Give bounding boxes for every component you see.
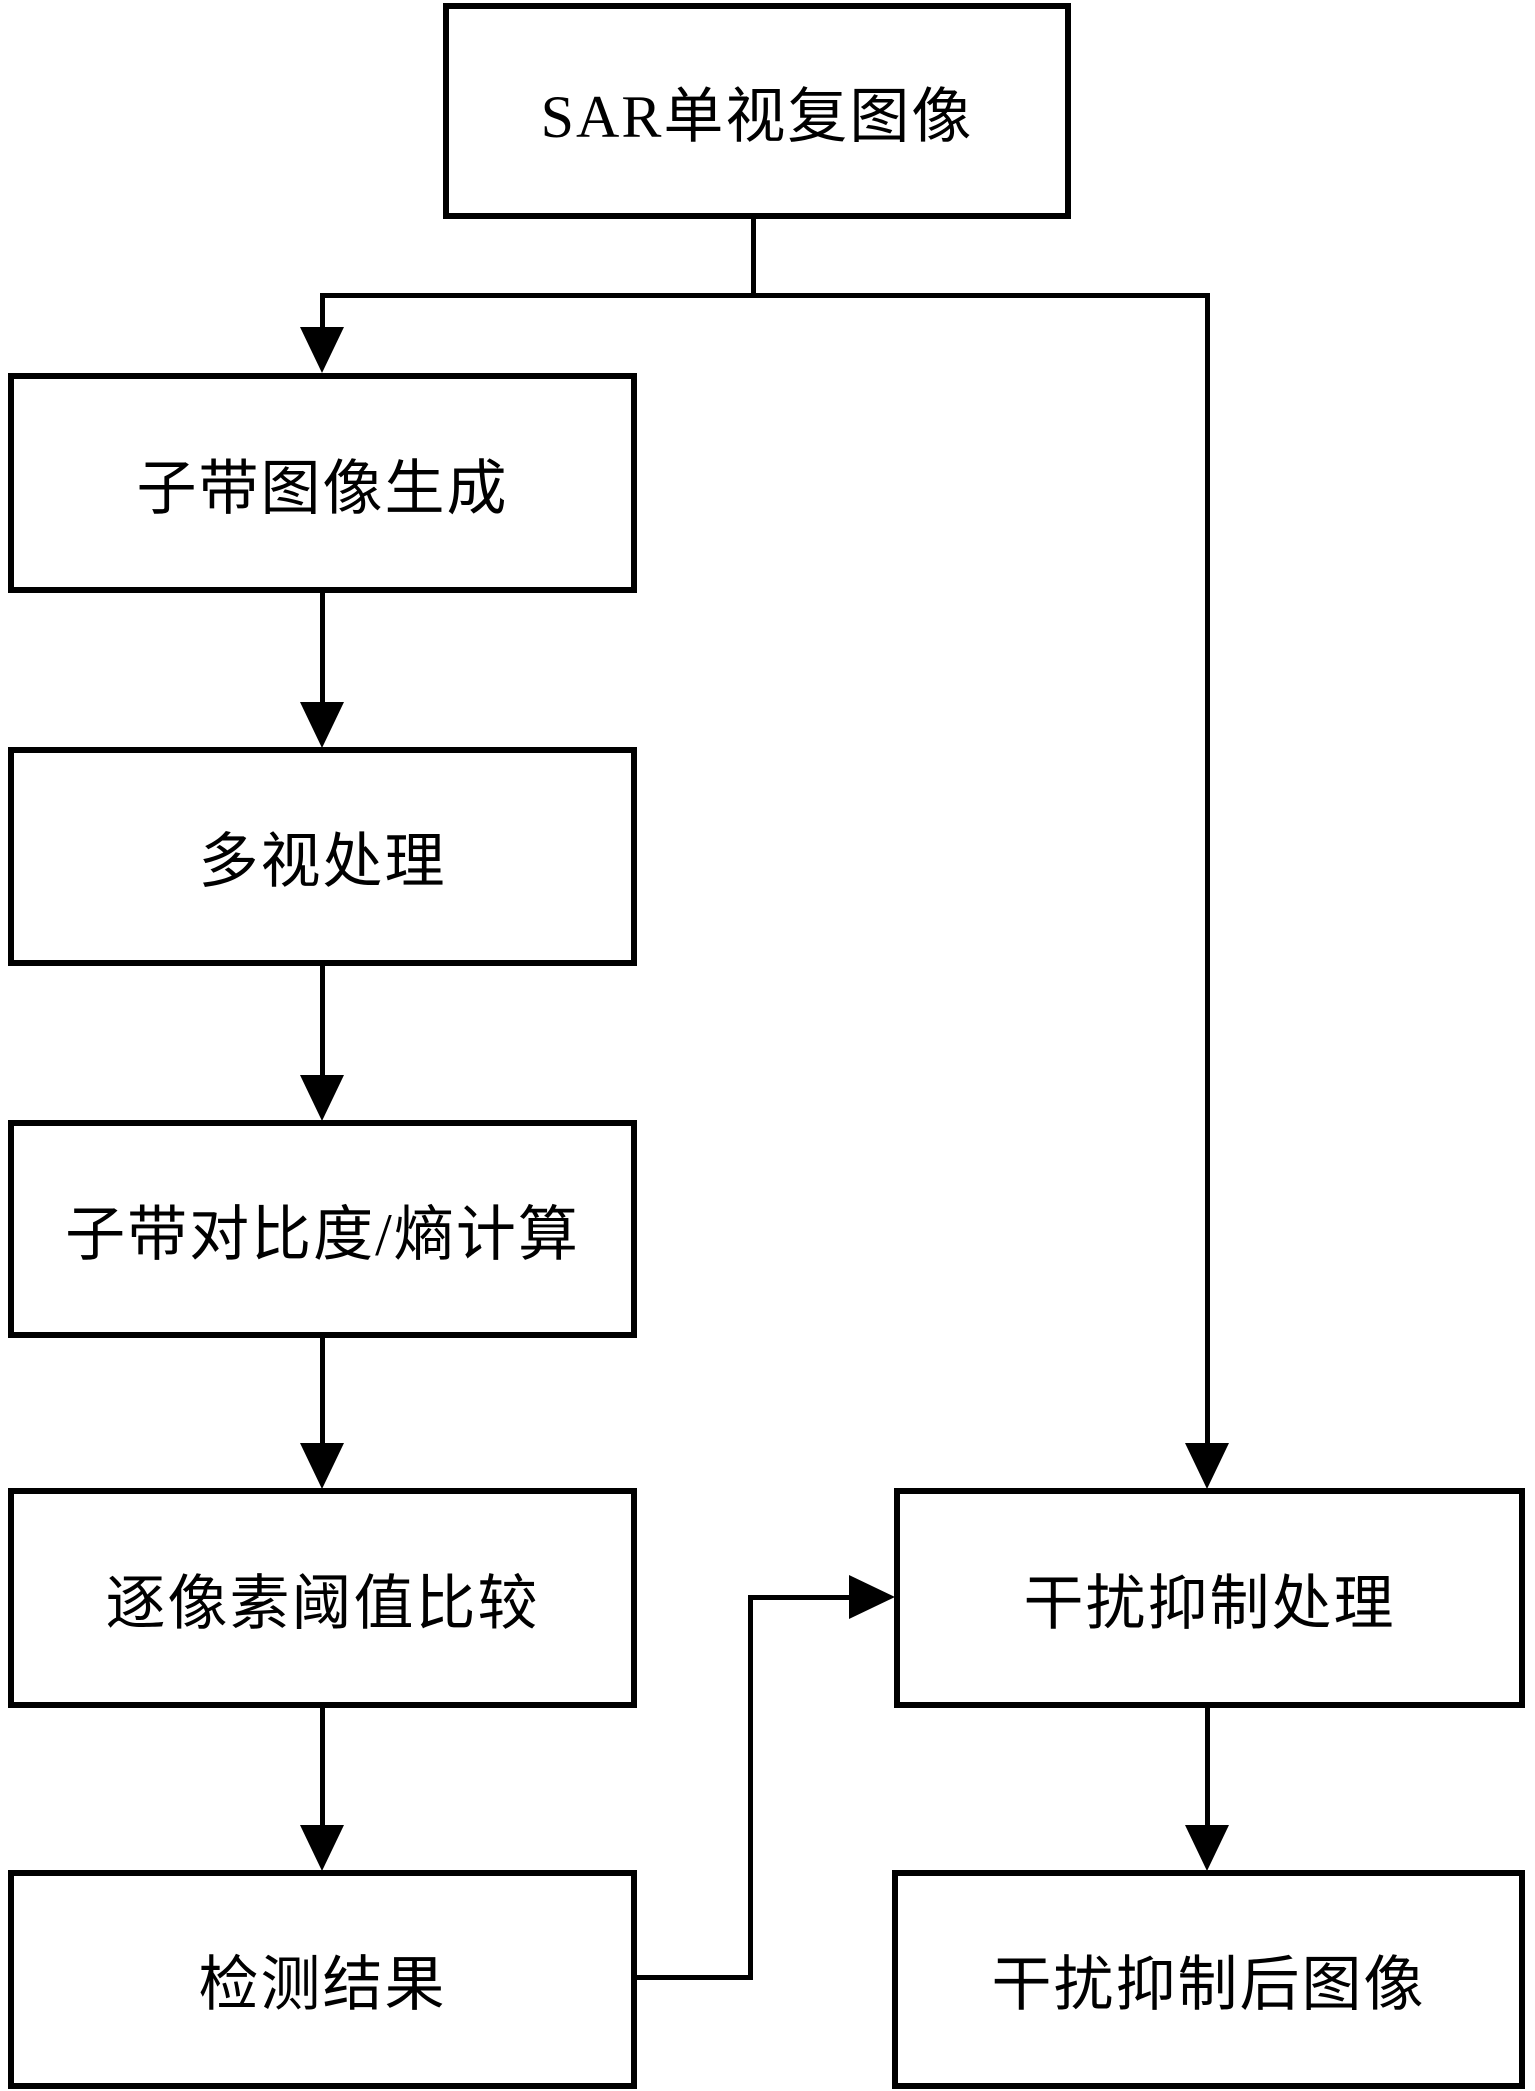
connector-source-stem bbox=[750, 216, 756, 298]
arrowhead-into-multilook-icon bbox=[300, 702, 344, 748]
arrowhead-into-subband-icon bbox=[300, 327, 344, 373]
node-pixelwise-threshold-comparison: 逐像素阈值比较 bbox=[8, 1488, 637, 1708]
connector-detection-out-horizontal bbox=[635, 1974, 750, 1980]
node-label: SAR单视复图像 bbox=[540, 83, 974, 150]
arrowhead-into-suppression-left-icon bbox=[849, 1575, 895, 1619]
node-label: 检测结果 bbox=[198, 1952, 447, 2018]
node-subband-image-generation: 子带图像生成 bbox=[8, 373, 637, 593]
connector-suppression-to-output bbox=[1204, 1705, 1210, 1828]
node-subband-contrast-entropy-calculation: 子带对比度/熵计算 bbox=[8, 1120, 637, 1338]
connector-into-suppression-horizontal bbox=[747, 1594, 851, 1600]
node-multilook-processing: 多视处理 bbox=[8, 747, 637, 966]
arrowhead-into-threshold-icon bbox=[300, 1443, 344, 1489]
node-label: 干扰抑制处理 bbox=[1023, 1570, 1396, 1637]
connector-contrast-to-threshold bbox=[319, 1335, 325, 1446]
connector-branch-to-suppression bbox=[1204, 292, 1210, 1446]
connector-branch-horizontal bbox=[319, 292, 1210, 298]
arrowhead-into-output-icon bbox=[1185, 1825, 1229, 1871]
connector-branch-to-subband bbox=[319, 292, 325, 337]
arrowhead-into-contrast-icon bbox=[300, 1075, 344, 1121]
connector-multilook-to-contrast bbox=[319, 963, 325, 1078]
connector-detection-up-vertical bbox=[747, 1594, 753, 1980]
node-detection-result: 检测结果 bbox=[8, 1870, 637, 2089]
node-label: 子带图像生成 bbox=[136, 455, 509, 522]
node-label: 逐像素阈值比较 bbox=[105, 1570, 540, 1637]
connector-subband-to-multilook bbox=[319, 590, 325, 705]
node-label: 多视处理 bbox=[198, 829, 447, 895]
node-label: 子带对比度/熵计算 bbox=[65, 1201, 580, 1268]
arrowhead-into-suppression-top-icon bbox=[1185, 1443, 1229, 1489]
connector-threshold-to-detection bbox=[319, 1705, 325, 1828]
node-label: 干扰抑制后图像 bbox=[991, 1952, 1426, 2018]
arrowhead-into-detection-icon bbox=[300, 1825, 344, 1871]
node-interference-suppression-processing: 干扰抑制处理 bbox=[894, 1488, 1525, 1708]
node-image-after-interference-suppression: 干扰抑制后图像 bbox=[892, 1870, 1525, 2089]
node-sar-single-look-complex-image: SAR单视复图像 bbox=[443, 3, 1071, 219]
